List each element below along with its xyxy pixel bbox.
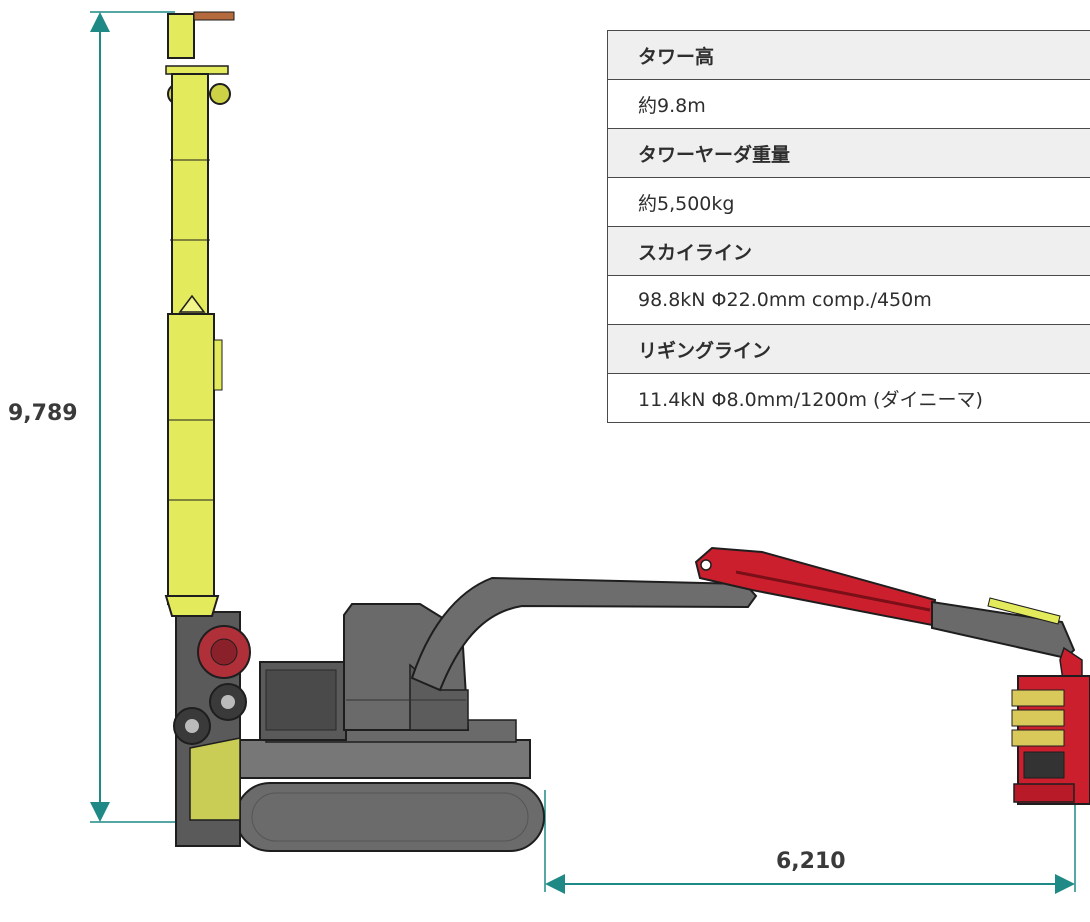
spec-row-rigging-value: 11.4kN Φ8.0mm/1200m (ダイニーマ) — [607, 373, 1090, 423]
spec-row-tower-height-value: 約9.8m — [607, 79, 1090, 129]
base-frame — [239, 739, 531, 779]
spec-label: タワーヤーダ重量 — [607, 128, 1090, 178]
spec-value: 11.4kN Φ8.0mm/1200m (ダイニーマ) — [607, 373, 1090, 423]
crane-arm — [694, 546, 1083, 729]
reach-dimension-label: 6,210 — [776, 849, 846, 874]
spec-row-skyline-value: 98.8kN Φ22.0mm comp./450m — [607, 275, 1090, 325]
spec-label: タワー高 — [607, 30, 1090, 80]
spec-row-weight-label: タワーヤーダ重量 — [607, 128, 1090, 178]
crawler-track — [235, 782, 545, 852]
height-dimension-label: 9,789 — [8, 401, 78, 426]
spec-label: リギングライン — [607, 324, 1090, 374]
spec-value: 98.8kN Φ22.0mm comp./450m — [607, 275, 1090, 325]
harvester-head — [1011, 675, 1090, 805]
height-dimension: 9,789 — [8, 11, 265, 823]
spec-value: 約5,500kg — [607, 177, 1090, 227]
spec-row-skyline-label: スカイライン — [607, 226, 1090, 276]
reach-dimension: 6,210 — [544, 790, 1076, 894]
spec-table: タワー高 約9.8m タワーヤーダ重量 約5,500kg スカイライン 98.8… — [607, 30, 1090, 423]
spec-label: スカイライン — [607, 226, 1090, 276]
tower-mast — [164, 11, 235, 617]
engine-housing — [259, 661, 347, 741]
spec-row-weight-value: 約5,500kg — [607, 177, 1090, 227]
spec-row-rigging-label: リギングライン — [607, 324, 1090, 374]
main-boom — [410, 576, 758, 692]
spec-row-tower-height-label: タワー高 — [607, 30, 1090, 80]
spec-value: 約9.8m — [607, 79, 1090, 129]
tower-base — [173, 611, 251, 847]
